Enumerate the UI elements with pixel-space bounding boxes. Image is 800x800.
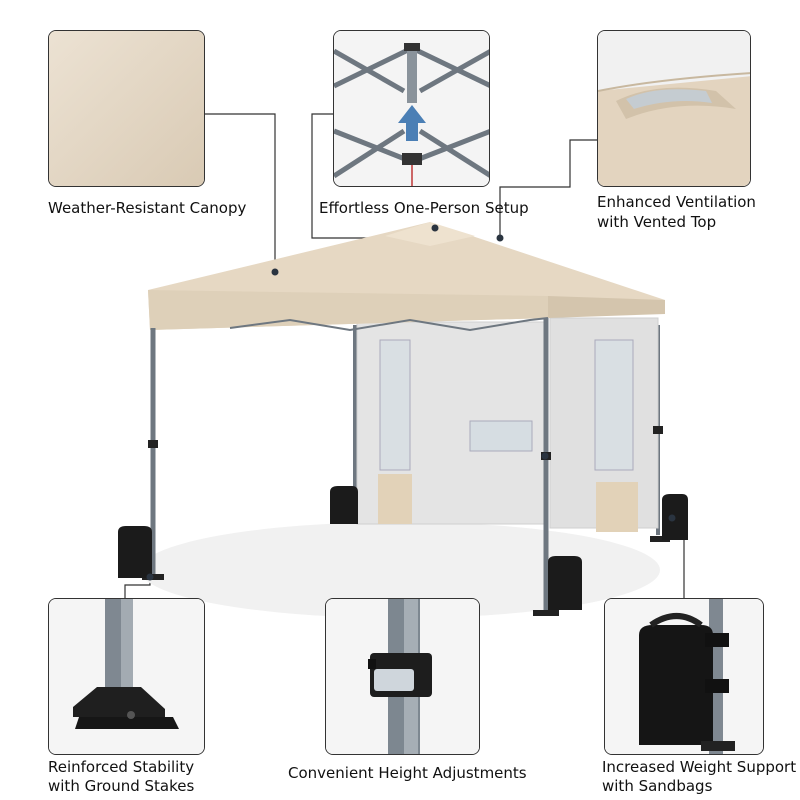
stability-caption-line2: with Ground Stakes	[48, 777, 195, 795]
weight-caption-line2: with Sandbags	[602, 777, 713, 795]
ground-stake-foot-image	[49, 599, 204, 754]
sandbag-image	[605, 599, 763, 754]
height-caption: Convenient Height Adjustments	[288, 764, 527, 782]
ventilation-detail-card	[597, 30, 751, 187]
weight-caption-line1: Increased Weight Support	[602, 758, 797, 776]
setup-caption: Effortless One-Person Setup	[319, 199, 529, 217]
fabric-texture-image	[49, 31, 204, 186]
stability-detail-card	[48, 598, 205, 755]
height-adjust-card	[325, 598, 480, 755]
frame-hub-image	[334, 31, 489, 186]
weight-support-card	[604, 598, 764, 755]
arrow-up-icon	[398, 105, 426, 141]
setup-detail-card	[333, 30, 490, 187]
vented-top-image	[598, 31, 750, 186]
stability-caption-line1: Reinforced Stability	[48, 758, 195, 776]
ventilation-caption-line1: Enhanced Ventilation	[597, 193, 756, 211]
ventilation-caption-line2: with Vented Top	[597, 213, 717, 231]
canopy-fabric-card	[48, 30, 205, 187]
height-lock-image	[326, 599, 479, 754]
canopy-caption: Weather-Resistant Canopy	[48, 199, 247, 217]
